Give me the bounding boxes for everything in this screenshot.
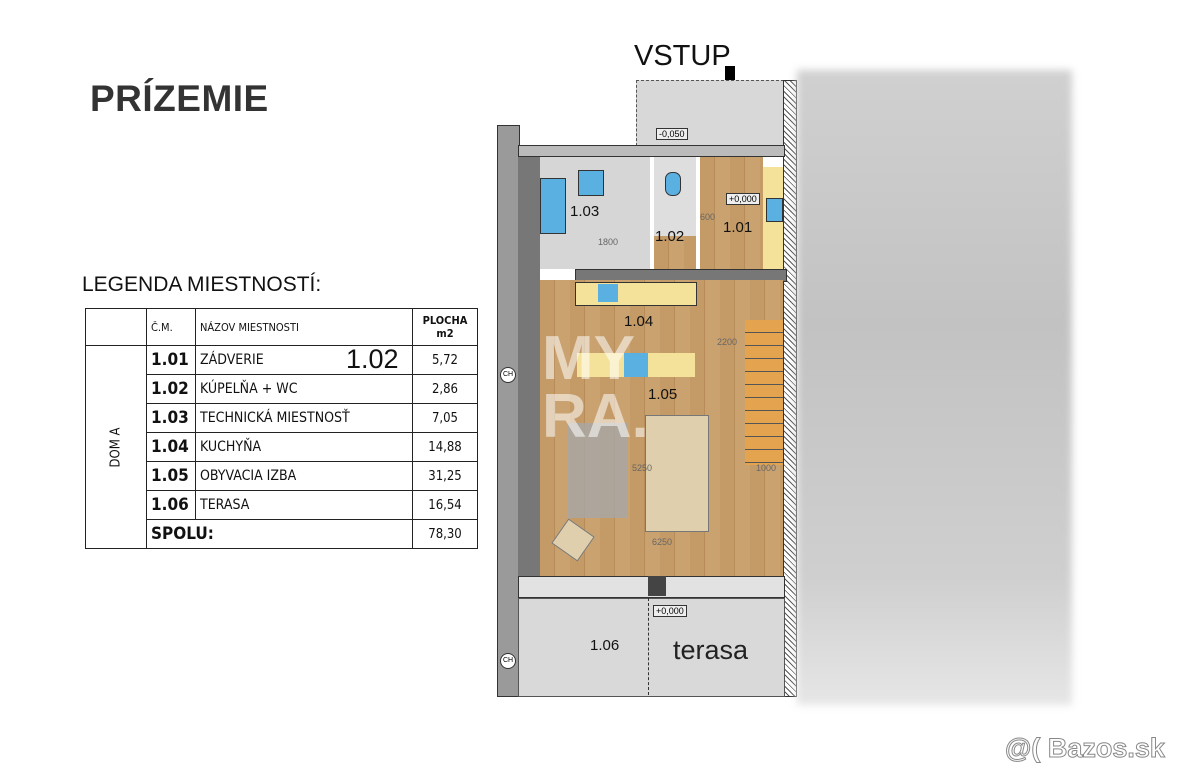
total-row: SPOLU:78,30 [86,519,478,549]
dimension: 2200 [717,337,738,347]
bazos-logo-icon: @( [1004,733,1041,764]
dimension: 1800 [598,237,619,247]
room-1-02-floor [654,236,696,269]
total-area: 78,30 [412,519,478,549]
floor-title: PRÍZEMIE [90,78,269,119]
level-tag: +0,000 [726,193,760,205]
room-label: 1.01 [723,219,753,236]
sink-icon [766,198,783,222]
tank-icon [540,178,566,234]
group-label: DOM A [108,427,124,468]
table-header: Č.M. NÁZOV MIESTNOSTI PLOCHA m2 [85,308,478,346]
blurred-neighbor-unit [797,70,1072,705]
room-label: 1.04 [624,313,654,330]
room-number: 1.05 [146,461,196,491]
room-area: 2,86 [412,374,478,404]
outer-wall-right [783,80,797,697]
toilet-icon [665,172,681,196]
room-name: TECHNICKÁ MIESTNOSŤ [195,403,413,433]
dimension: 6250 [652,537,673,547]
staircase [745,320,783,465]
legend-title: LEGENDA MIESTNOSTÍ: [82,273,322,296]
room-number: 1.03 [146,403,196,433]
rug [568,423,628,518]
entrance-label: VSTUP [634,40,731,72]
header-name: NÁZOV MIESTNOSTI [195,308,413,346]
group-cell: DOM A [85,345,147,549]
total-label: SPOLU: [146,519,413,549]
room-area: 16,54 [412,490,478,520]
room-number: 1.04 [146,432,196,462]
outer-wall-left [497,125,520,697]
room-name: KÚPELŇA + WC [195,374,413,404]
level-tag: -0,050 [656,128,688,140]
kitchen-counter [575,282,697,306]
chimney-label: CH [500,367,516,383]
outer-wall [518,147,540,597]
room-area: 14,88 [412,432,478,462]
room-number: 1.06 [146,490,196,520]
sofa [645,415,709,532]
room-label: 1.03 [570,203,600,220]
room-legend-table: Č.M. NÁZOV MIESTNOSTI PLOCHA m2 DOM A 1.… [85,308,478,549]
room-label: 1.02 [655,228,685,245]
column [648,576,666,596]
header-area: PLOCHA m2 [412,308,478,346]
room-name: OBYVACIA IZBA [195,461,413,491]
room-area: 5,72 [412,345,478,375]
overlay-label: 1.02 [346,344,399,374]
room-number: 1.01 [146,345,196,375]
dimension: 600 [700,212,716,222]
room-label: 1.06 [590,637,620,654]
cooktop-icon [624,353,648,377]
chimney-label: CH [500,653,516,669]
room-1-06 [518,598,785,697]
top-wall [518,145,785,157]
bazos-watermark: @( Bazos.sk [1004,733,1165,764]
room-name: KUCHYŇA [195,432,413,462]
room-area: 31,25 [412,461,478,491]
room-1-01 [700,157,763,269]
room-area: 7,05 [412,403,478,433]
room-label: 1.05 [648,386,678,403]
kitchen-sink-icon [598,284,618,302]
terrace-label: terasa [673,635,749,665]
bazos-brand: Bazos.sk [1047,733,1165,764]
watermark: MY RA. [542,324,649,451]
dimension: 1000 [756,463,777,473]
room-name: TERASA [195,490,413,520]
header-number: Č.M. [146,308,196,346]
level-tag: +0,000 [653,605,687,617]
room-number: 1.02 [146,374,196,404]
dimension: 5250 [632,463,653,473]
terrace-divider [648,598,649,695]
boiler-icon [578,170,604,196]
